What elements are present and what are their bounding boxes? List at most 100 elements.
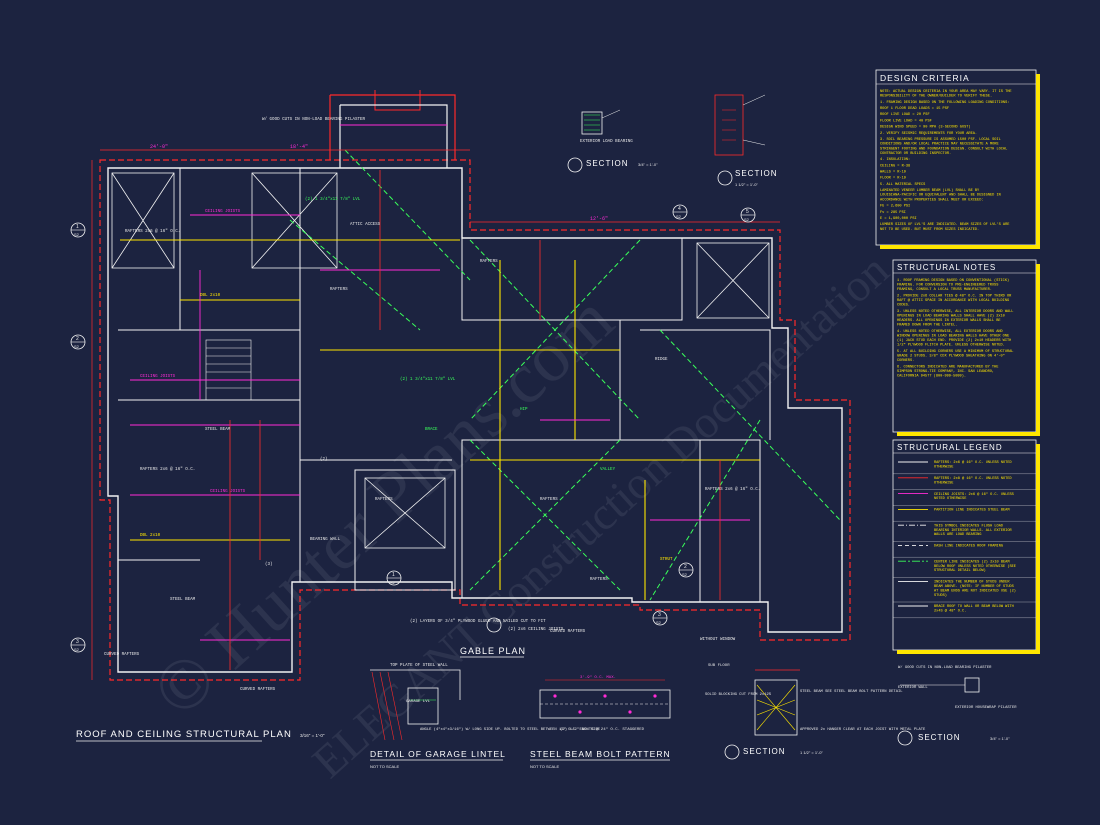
label-bearing-note-2: W/ GOOD CUTS IN NON-LOAD BEARING PILASTE… [898, 665, 992, 670]
label-brace-1: BRACE [425, 428, 438, 432]
label-studs-2: (2) [320, 457, 328, 462]
section-marker-5-sheet: S2 [744, 217, 750, 222]
rafter-lines [229, 170, 721, 670]
label-dbl-1: DBL 2x10 [200, 294, 221, 298]
label-exterior-header: EXTERIOR HOUSEWRAP PILASTER [955, 706, 1017, 710]
structural-notes-line: OPENINGS IN LOAD BEARING WALLS SHALL HAV… [897, 313, 1005, 318]
label-hanger-note: APPROVED 2x HANGER CLEAR AT EACH JOIST W… [800, 728, 926, 732]
section-marker-4-sheet: S2 [676, 214, 682, 219]
label-exterior-wall: EXTERIOR WALL [898, 686, 928, 690]
legend-text: DASH LINE INDICATES ROOF FRAMING [934, 545, 1003, 549]
design-criteria-line: 2. VERIFY SEISMIC REQUIREMENTS FOR YOUR … [880, 132, 977, 136]
dim-label-b: 18'-4" [290, 144, 308, 150]
plan-annotations: CEILING JOISTS RAFTERS 2x6 @ 16" O.C. (2… [104, 117, 760, 692]
section-marker-3-sheet: S2 [74, 647, 80, 652]
label-valley-1: VALLEY [600, 468, 616, 472]
label-lvl-2: (2) 1 3/4"x11 7/8" LVL [400, 377, 456, 382]
structural-notes-line: CODES. [897, 304, 910, 308]
hip-valley-lines [289, 149, 841, 601]
design-criteria-line: E = 1,900,000 PSI [880, 217, 917, 221]
roof-ceiling-plan: 24'-0" 18'-4" 12'-6" CEILING JOISTS RAFT… [70, 90, 851, 742]
structural-notes-line: (1) JACK STUD EACH END. PROVIDE (2) 2x10… [897, 338, 1011, 343]
section-scale-d: 3/4" = 1'-0" [990, 736, 1010, 741]
structural-notes-title: STRUCTURAL NOTES [897, 263, 996, 272]
label-dbl-2: DBL 2x10 [140, 534, 161, 538]
section-marker-7-num: 2 [684, 564, 687, 570]
front-bay-walls [339, 104, 448, 168]
structural-notes-line: CORNERS. [897, 359, 914, 363]
structural-notes-line: 1/2" PLYWOOD FLITCH PLATE. UNLESS OTHERW… [897, 343, 1005, 348]
label-steel-2: STEEL BEAM [170, 598, 196, 602]
design-criteria-line: WALLS = R-19 [880, 171, 906, 175]
section-title-a: SECTION [586, 159, 629, 168]
structural-notes-line: FRAMED DOWN FROM THE LINTEL. [897, 324, 957, 328]
section-scale-c: 1 1/2" = 1'-0" [800, 750, 823, 755]
legend-row: PARTITION LINE INDICATES STEEL BEAM [898, 509, 1009, 513]
section-marker-1-num: 1 [76, 224, 79, 230]
design-criteria-line: ROOF 1 FLOOR DEAD LOADS = 15 PSF [880, 107, 949, 111]
structural-notes-body: 1. ROOF FRAMING DESIGN BASED ON CONVENTI… [897, 278, 1013, 378]
label-gable-note-2: (2) 2x6 CEILING JOISTS [508, 627, 564, 632]
label-rafters-5: RAFTERS [375, 498, 393, 502]
label-rafters-6: RAFTERS [540, 498, 558, 502]
label-without-window: WITHOUT WINDOW [700, 638, 736, 642]
structural-notes-line: 6. CONNECTORS INDICATED ARE MANUFACTURED… [897, 365, 998, 369]
section-marker-6-sheet: S2 [390, 580, 396, 585]
structural-notes-line: 3. UNLESS NOTED OTHERWISE, ALL INTERIOR … [897, 310, 1013, 314]
section-marker-8-sheet: S2 [656, 620, 662, 625]
design-criteria-line: LAMINATED VENEER LUMBER BEAM (LVL) SHALL… [880, 188, 980, 193]
label-steel-1: STEEL BEAM [205, 428, 231, 432]
main-plan-scale: 3/16" = 1'-0" [300, 733, 325, 738]
label-subfloor: SUB FLOOR [708, 664, 730, 668]
section-scale-b: 1 1/2" = 1'-0" [735, 182, 758, 187]
dim-label-c: 12'-6" [590, 216, 608, 222]
exterior-walls [107, 167, 843, 673]
section-marker-8: 3 S2 [652, 610, 668, 626]
section-title-b: SECTION [735, 169, 778, 178]
design-criteria-line: Fb = 2,600 PSI [880, 204, 910, 209]
label-steel-beam-note: (2) 1/2" BOLTS @ 24" O.C. STAGGERED [560, 727, 645, 732]
design-criteria-body: NOTE: ACTUAL DESIGN CRITERIA IN YOUR ARE… [880, 90, 1012, 232]
dim-label-a: 24'-0" [150, 144, 168, 150]
detail-section-d: W/ GOOD CUTS IN NON-LOAD BEARING PILASTE… [897, 665, 1017, 746]
section-marker-3: 3 S2 [70, 637, 86, 653]
design-criteria-line: 4. INSULATION: [880, 158, 910, 162]
section-marker-7: 2 S2 [678, 562, 694, 578]
design-criteria-line: 5. ALL MATERIAL SPECS [880, 183, 925, 187]
design-criteria-line: NOT TO BE USED. BUT MUST FROM SIZES INDI… [880, 228, 979, 232]
chimney-outline [374, 90, 421, 111]
design-criteria-line: CONTRACTOR OR BUILDING INSPECTOR. [880, 152, 951, 156]
structural-notes-line: GRADE 2 STUDS. 3/8" CDX PLYWOOD SHEATHIN… [897, 353, 1005, 358]
design-criteria-line: LUMBER SIZES OF LVL'S ARE INDICATED. BEA… [880, 222, 1009, 227]
label-exterior-load-bearing: EXTERIOR LOAD BEARING [580, 140, 633, 144]
steel-beam-title: STEEL BEAM BOLT PATTERN [530, 749, 671, 759]
design-criteria-line: DESIGN WIND SPEED = 90 MPH (3-SECOND GUS… [880, 125, 971, 130]
design-criteria-line: RESPONSIBILITY OF THE OWNER/BUILDER TO V… [880, 94, 992, 99]
section-marker-2: 2 S2 [70, 334, 86, 350]
label-curved-rafters-2: CURVED RAFTERS [240, 688, 276, 692]
legend-text: PARTITION LINE INDICATES STEEL BEAM [934, 509, 1009, 513]
label-hip-1: HIP [520, 408, 528, 412]
design-criteria-line: CONDITIONS AND/OR LOCAL PRACTICE MAY NEC… [880, 142, 999, 147]
label-studs-3: (3) [265, 562, 273, 567]
label-steel-beam-bolt: STEEL BEAM SEE STEEL BEAM BOLT PATTERN D… [800, 690, 903, 694]
label-rafters-3: RAFTERS [480, 260, 498, 264]
hip-roof-boxes [111, 172, 770, 549]
structural-notes-line: RAFT @ ATTIC SPACE IN ACCORDANCE WITH LO… [897, 298, 1009, 303]
section-title-c: SECTION [743, 747, 786, 756]
section-marker-5-num: 5 [746, 209, 749, 215]
legend-row: DASH LINE INDICATES ROOF FRAMING [898, 545, 1003, 549]
structural-notes-line: FRAMING, CONSULT A LOCAL TRUSS MANUFACTU… [897, 288, 992, 292]
label-ceiling-joists-1: CEILING JOISTS [205, 210, 241, 214]
design-criteria-line: LOUISIANA-PACIFIC OR EQUIVALENT AND SHAL… [880, 194, 1001, 198]
section-marker-4: 4 S2 [672, 204, 688, 220]
